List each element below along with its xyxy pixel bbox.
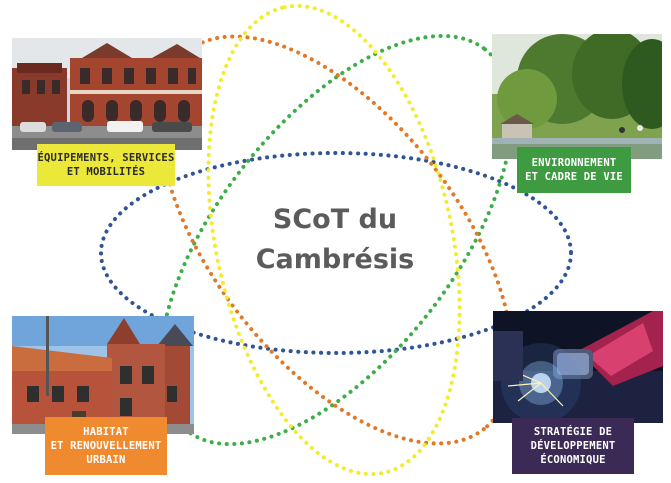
tag-equipements-line-2: ET MOBILITÉS xyxy=(66,166,146,178)
tag-habitat-line-1: HABITAT xyxy=(83,426,129,438)
tag-strategie-line-3: ÉCONOMIQUE xyxy=(540,454,606,466)
welding-robot-photo xyxy=(493,311,663,423)
center-title: SCoT du Cambrésis xyxy=(225,200,445,280)
tag-equipements: ÉQUIPEMENTS, SERVICES ET MOBILITÉS xyxy=(37,144,175,186)
tag-strategie: STRATÉGIE DE DÉVELOPPEMENT ÉCONOMIQUE xyxy=(512,418,634,474)
tag-environnement-line-1: ENVIRONNEMENT xyxy=(531,157,617,169)
river-trees-photo xyxy=(492,34,662,159)
tag-strategie-line-1: STRATÉGIE DE xyxy=(533,426,613,438)
town-hall-photo xyxy=(12,38,202,150)
orbit-green xyxy=(158,33,514,447)
brick-houses-photo xyxy=(12,316,194,434)
tag-habitat-line-3: URBAIN xyxy=(86,454,126,466)
tag-environnement-line-2: ET CADRE DE VIE xyxy=(525,171,623,183)
center-title-line-1: SCoT du xyxy=(272,204,398,235)
tag-strategie-line-2: DÉVELOPPEMENT xyxy=(530,440,616,452)
tag-environnement: ENVIRONNEMENT ET CADRE DE VIE xyxy=(517,147,631,193)
tag-habitat: HABITAT ET RENOUVELLEMENT URBAIN xyxy=(45,417,167,475)
orbit-blue xyxy=(99,151,573,355)
tag-equipements-line-1: ÉQUIPEMENTS, SERVICES xyxy=(37,152,175,164)
orbit-yellow xyxy=(206,3,462,477)
tag-habitat-line-2: ET RENOUVELLEMENT xyxy=(50,440,162,452)
center-title-line-2: Cambrésis xyxy=(255,244,415,275)
